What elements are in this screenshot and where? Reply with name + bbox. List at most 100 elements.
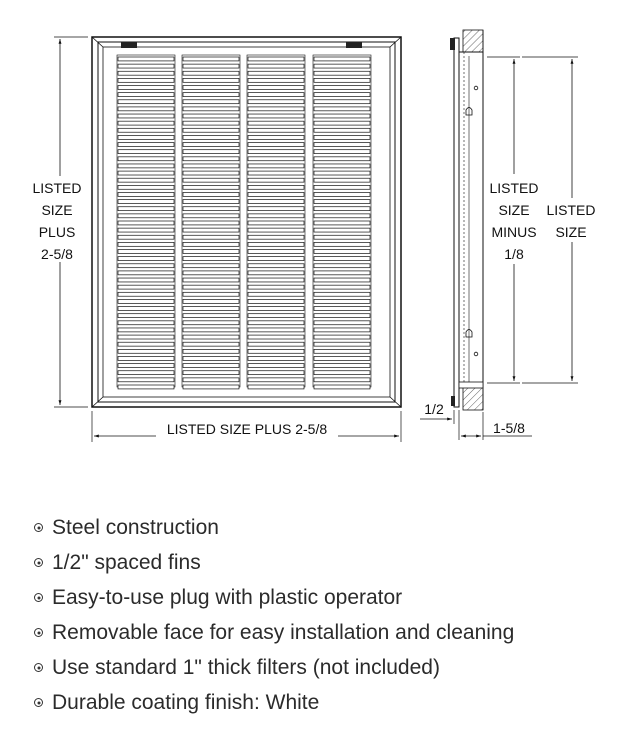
fin [117, 92, 175, 97]
technical-drawing: LISTED SIZE PLUS 2-5/8 LISTED SIZE PLUS … [26, 29, 596, 442]
fin [117, 284, 175, 290]
fin [313, 163, 371, 169]
grille-face [102, 46, 391, 398]
fin [313, 242, 371, 247]
fin [247, 234, 305, 240]
fin [313, 170, 371, 176]
fin [313, 113, 371, 119]
fin [313, 234, 371, 240]
side-outer-label-line-1: LISTED [546, 202, 595, 218]
fin [247, 192, 305, 197]
fin [313, 313, 371, 318]
fin [182, 56, 240, 62]
fin [247, 170, 305, 176]
fin [247, 370, 305, 376]
fin [117, 341, 175, 347]
feature-text: Use standard 1" thick filters (not inclu… [52, 655, 440, 679]
fin [313, 149, 371, 154]
flange-label: 1/2 [424, 401, 444, 417]
fin [247, 185, 305, 190]
fin [182, 256, 240, 261]
fin [117, 135, 175, 140]
fin [313, 270, 371, 276]
fin [117, 185, 175, 190]
fin [247, 177, 305, 183]
fin [247, 56, 305, 62]
fin [313, 320, 371, 326]
fin [182, 99, 240, 105]
feature-item: 1/2" spaced fins [34, 545, 514, 580]
fin [247, 327, 305, 333]
fin [117, 163, 175, 169]
front-height-label-line-3: PLUS [39, 224, 76, 240]
fin [313, 291, 371, 297]
fin [182, 313, 240, 318]
front-view: LISTED SIZE PLUS 2-5/8 LISTED SIZE PLUS … [26, 36, 402, 442]
fin [247, 142, 305, 147]
fin [313, 349, 371, 354]
fin [182, 327, 240, 333]
fin [247, 135, 305, 140]
fin [313, 70, 371, 76]
fin [247, 106, 305, 112]
fin [117, 199, 175, 204]
fin [182, 199, 240, 204]
fin [313, 63, 371, 69]
fin [247, 363, 305, 368]
fin [313, 120, 371, 126]
feature-item: Use standard 1" thick filters (not inclu… [34, 650, 514, 685]
fin [182, 78, 240, 83]
fin [313, 334, 371, 340]
fin [247, 377, 305, 383]
fin [182, 156, 240, 162]
fin [117, 113, 175, 119]
side-inner-label-line-2: SIZE [498, 202, 529, 218]
fin-grid [116, 54, 372, 390]
fin [313, 341, 371, 347]
front-height-label-line-1: LISTED [32, 180, 81, 196]
fin [313, 106, 371, 112]
fin [247, 120, 305, 126]
feature-item: Easy-to-use plug with plastic operator [34, 580, 514, 615]
fin [247, 113, 305, 119]
fin [313, 256, 371, 261]
fin [182, 370, 240, 376]
fin [117, 227, 175, 233]
fin [117, 327, 175, 333]
fin [247, 256, 305, 261]
fin [117, 249, 175, 254]
front-height-label-line-4: 2-5/8 [41, 246, 73, 262]
fin [313, 177, 371, 183]
fin [247, 163, 305, 169]
fin [182, 85, 240, 90]
fin [247, 356, 305, 361]
fin [182, 113, 240, 119]
fin [313, 192, 371, 197]
fin [182, 356, 240, 361]
bullet-circle-icon [34, 593, 43, 602]
front-height-label-line-2: SIZE [41, 202, 72, 218]
fin [117, 127, 175, 133]
feature-text: Easy-to-use plug with plastic operator [52, 585, 403, 609]
fin [182, 299, 240, 304]
fin [247, 199, 305, 204]
fin [117, 78, 175, 83]
fin [117, 56, 175, 62]
fin [247, 99, 305, 105]
fin [182, 320, 240, 326]
fin [182, 213, 240, 219]
fin [182, 135, 240, 140]
fin [117, 291, 175, 297]
fin [182, 177, 240, 183]
fin [117, 120, 175, 126]
fin [313, 263, 371, 269]
fin [182, 277, 240, 283]
feature-text: Steel construction [52, 515, 219, 539]
fin [313, 284, 371, 290]
fin [117, 220, 175, 226]
fin [117, 149, 175, 154]
fin [313, 299, 371, 304]
bullet-circle-icon [34, 663, 43, 672]
fin [117, 206, 175, 212]
fin [313, 227, 371, 233]
